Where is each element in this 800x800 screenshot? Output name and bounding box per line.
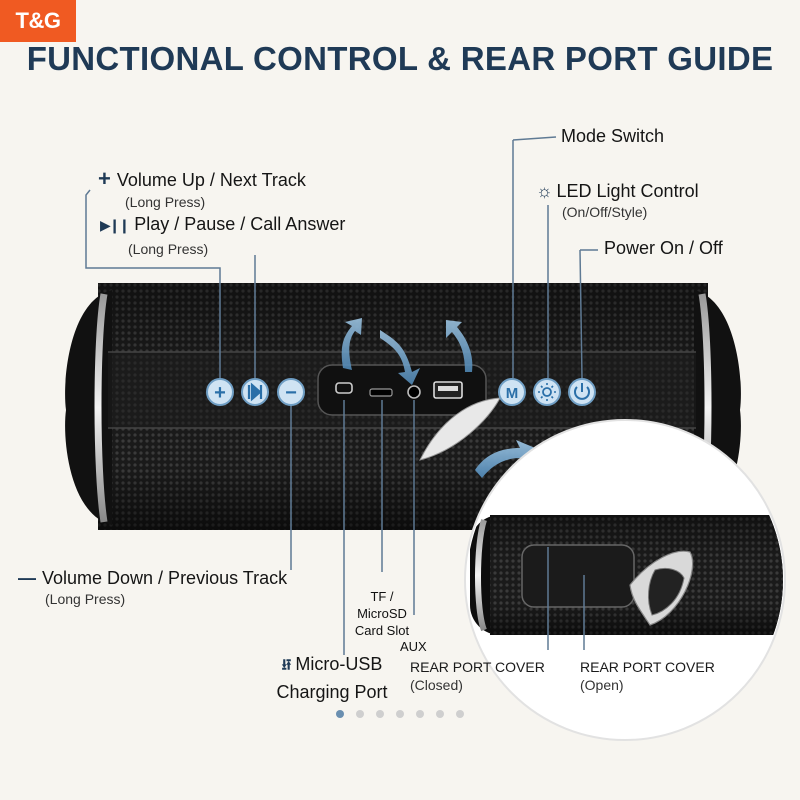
play-pause-label: Play / Pause / Call Answer <box>134 214 346 234</box>
play-pause-icon: ▶❙❙ <box>100 217 130 233</box>
carousel-dot[interactable] <box>336 710 344 718</box>
volume-down-label-group: — Volume Down / Previous Track (Long Pres… <box>18 568 287 607</box>
cover-open-label-group: REAR PORT COVER (Open) <box>580 659 715 693</box>
tf-slot-line3: Card Slot <box>354 623 410 638</box>
volume-up-button-glyph: + <box>214 382 226 404</box>
cover-closed-label-group: REAR PORT COVER (Closed) <box>410 659 545 693</box>
led-label-group: ☼LED Light Control (On/Off/Style) <box>536 181 699 220</box>
open-arrows <box>341 318 540 478</box>
cover-closed-label: REAR PORT COVER <box>410 659 545 675</box>
power-icon <box>574 383 590 400</box>
tf-slot-line2: MicroSD <box>357 606 407 621</box>
carousel-dot[interactable] <box>356 710 364 718</box>
plus-icon: + <box>98 166 111 191</box>
volume-down-label: Volume Down / Previous Track <box>42 568 288 588</box>
aux-label: AUX <box>400 639 427 654</box>
sun-icon: ☼ <box>536 181 553 201</box>
carousel-dot[interactable] <box>396 710 404 718</box>
usb-icon: ⭿ <box>281 657 292 674</box>
page-title: FUNCTIONAL CONTROL & REAR PORT GUIDE <box>26 40 774 77</box>
tf-slot-label: TF / MicroSD Card Slot <box>345 588 419 639</box>
power-button[interactable] <box>568 378 596 406</box>
leader-lines <box>85 136 598 655</box>
micro-usb-label-group: ⭿Micro-USB Charging Port <box>262 654 402 703</box>
micro-usb-label-line2: Charging Port <box>276 682 388 702</box>
micro-usb-label-line1: Micro-USB <box>295 654 383 674</box>
carousel-dot[interactable] <box>376 710 384 718</box>
led-sublabel: (On/Off/Style) <box>562 204 648 220</box>
power-label: Power On / Off <box>604 238 723 258</box>
volume-down-sublabel: (Long Press) <box>45 591 126 607</box>
carousel-dot[interactable] <box>456 710 464 718</box>
play-pause-button[interactable] <box>241 378 269 406</box>
volume-up-label-group: +Volume Up / Next Track (Long Press) <box>98 166 306 210</box>
play-pause-label-group: ▶❙❙Play / Pause / Call Answer (Long Pres… <box>100 214 345 257</box>
mode-switch-button[interactable]: M <box>498 378 526 406</box>
play-pause-glyph-icon <box>247 382 263 402</box>
cover-open-sublabel: (Open) <box>580 677 624 693</box>
tf-slot-line1: TF / <box>370 589 394 604</box>
carousel-dot[interactable] <box>436 710 444 718</box>
cover-open-label: REAR PORT COVER <box>580 659 715 675</box>
minus-icon: — <box>18 568 36 588</box>
port-panel <box>317 364 487 416</box>
cover-closed-sublabel: (Closed) <box>410 677 463 693</box>
led-sun-icon <box>542 387 552 397</box>
volume-down-button[interactable]: − <box>277 378 305 406</box>
volume-up-sublabel: (Long Press) <box>125 194 206 210</box>
volume-down-button-glyph: − <box>285 382 297 404</box>
carousel-dot[interactable] <box>416 710 424 718</box>
led-control-button[interactable] <box>533 378 561 406</box>
volume-up-button[interactable]: + <box>206 378 234 406</box>
brand-logo: T&G <box>0 0 76 42</box>
mode-switch-button-glyph: M <box>506 385 519 402</box>
mode-switch-label: Mode Switch <box>561 126 665 146</box>
play-pause-sublabel: (Long Press) <box>128 241 209 257</box>
rear-cover-inset <box>464 419 786 741</box>
led-label: LED Light Control <box>556 181 699 201</box>
carousel-dots <box>0 710 800 718</box>
volume-up-label: Volume Up / Next Track <box>116 170 306 190</box>
